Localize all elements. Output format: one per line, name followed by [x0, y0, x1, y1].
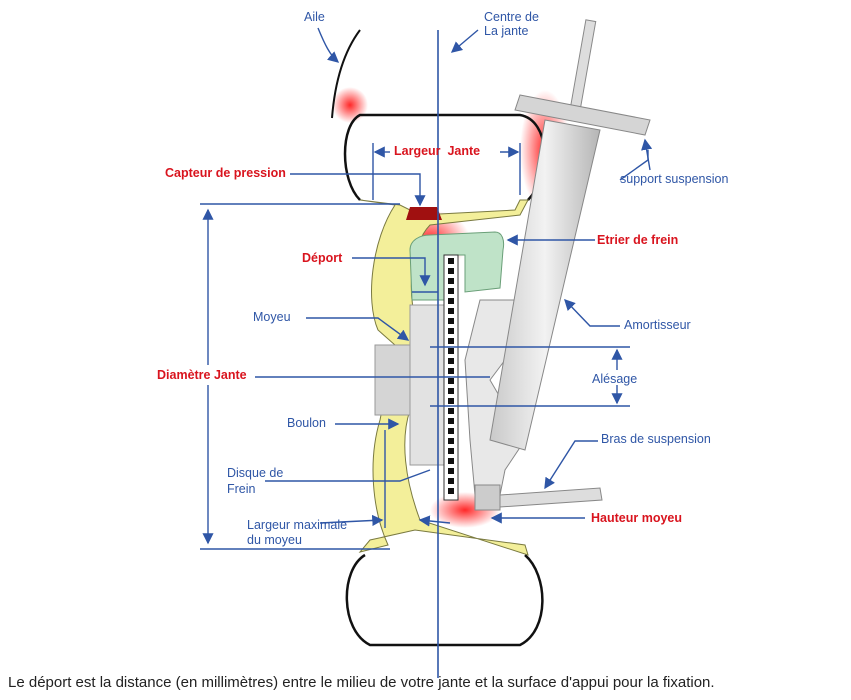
label-largeur-max-line2: du moyeu — [247, 533, 302, 547]
label-largeur-max-line1: Largeur maximale — [247, 518, 348, 532]
label-alesage: Alésage — [592, 372, 638, 386]
shock-absorber — [489, 119, 601, 451]
label-capteur-pression: Capteur de pression — [165, 166, 286, 180]
label-disque-line1: Disque de — [227, 466, 284, 480]
label-support-suspension: support suspension — [620, 172, 729, 186]
label-centre-line1: Centre de — [484, 10, 539, 24]
label-centre-line2: La jante — [484, 24, 529, 38]
tire-bottom — [345, 553, 544, 647]
hub — [409, 304, 451, 466]
fender — [331, 29, 361, 119]
label-amortisseur: Amortisseur — [624, 318, 691, 332]
suspension-mount — [514, 94, 651, 136]
label-etrier-frein: Etrier de frein — [597, 233, 679, 247]
leader-lines — [200, 27, 653, 550]
hub-cap — [374, 344, 411, 416]
label-deport: Déport — [302, 251, 343, 265]
label-hauteur-moyeu: Hauteur moyeu — [591, 511, 682, 525]
caption: Le déport est la distance (en millimètre… — [8, 674, 715, 691]
label-moyeu: Moyeu — [253, 310, 291, 324]
suspension-arm — [499, 487, 603, 508]
label-bras-suspension: Bras de suspension — [601, 432, 711, 446]
label-largeur-jante: Largeur Jante — [394, 144, 481, 158]
strut-rod — [569, 19, 597, 111]
pressure-sensor — [406, 207, 442, 220]
label-disque-line2: Frein — [227, 482, 256, 496]
brake-caliper — [409, 231, 505, 301]
label-boulon: Boulon — [287, 416, 326, 430]
label-aile: Aile — [304, 10, 325, 24]
label-diametre-jante: Diamètre Jante — [157, 368, 247, 382]
